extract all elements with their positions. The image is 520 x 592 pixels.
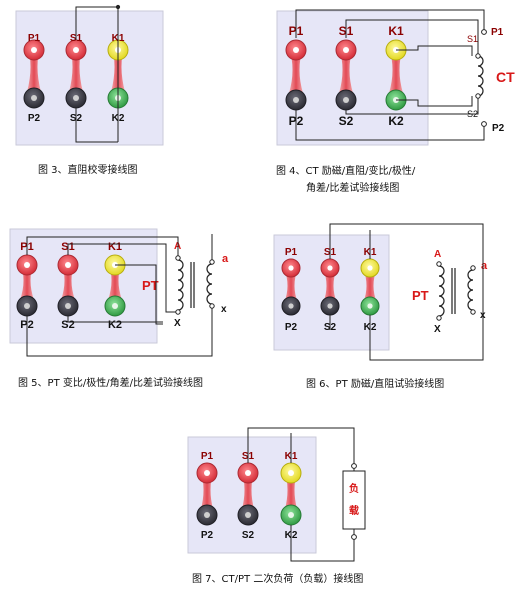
label-A: A [434,249,441,260]
ct-terminal-p2[interactable] [481,121,487,127]
label-pt: PT [412,288,429,303]
load-resistor [342,470,366,530]
figure-6: P1 P2 S1 S2 K1 K2 [273,223,488,390]
label-a: a [222,253,229,265]
pt-transformer [177,259,213,311]
wires [295,9,485,141]
ct-coil [477,55,484,97]
label-a: a [481,260,488,272]
pt-terminal-X[interactable] [436,315,442,321]
wires [75,4,121,143]
label-p2: P2 [285,322,298,333]
terminal-panel [15,10,164,146]
pt-terminal-x[interactable] [470,309,476,315]
caption-fig4-line1: 图 4、CT 励磁/直阻/变比/极性/ [276,164,416,177]
column-s: S1 S2 [57,241,79,331]
label-k1: K1 [388,24,404,38]
load-label-char1: 负 [349,482,359,495]
label-pt: PT [142,278,159,293]
figure-4: P1 P2 S1 S2 K1 K2 CT S1 S2 P1 P2 [276,9,515,194]
caption-fig7: 图 7、CT/PT 二次负荷（负载）接线图 [192,572,363,585]
ct-terminal-s1[interactable] [475,53,481,59]
ct-terminal-p1[interactable] [481,29,487,35]
figure-3: P1 P2 S1 S2 K1 K2 图 3、直阻校零接线图 [15,4,164,176]
column-s: S1 S2 [335,24,357,128]
caption-fig5: 图 5、PT 变比/极性/角差/比差试验接线图 [18,376,203,389]
label-ct-s1: S1 [467,34,478,44]
load-label-char2: 载 [349,504,359,517]
figure-7: P1 P2 S1 S2 K1 K2 [187,427,366,585]
ct-terminal-s2[interactable] [475,93,481,99]
caption-fig4-line2: 角差/比差试验接线图 [306,181,399,194]
label-ct-p2: P2 [492,123,505,134]
wires [247,427,355,562]
caption-fig6: 图 6、PT 励磁/直阻试验接线图 [306,377,444,390]
load-terminal-top[interactable] [351,463,357,469]
pt-terminal-X[interactable] [175,309,181,315]
label-s2: S2 [339,114,354,128]
terminal-panel [9,228,158,344]
label-k2: K2 [108,319,122,331]
pt-terminal-a[interactable] [470,265,476,271]
load-terminal-bottom[interactable] [351,534,357,540]
pt-transformer [438,265,474,317]
column-p: P1 P2 [16,241,38,331]
column-p: P1 P2 [285,24,307,128]
pt-terminal-A[interactable] [436,261,442,267]
pt-terminal-x[interactable] [209,303,215,309]
caption-fig3: 图 3、直阻校零接线图 [38,163,138,176]
column-p: P1 P2 [196,451,218,541]
label-X: X [174,318,181,329]
label-ct-p1: P1 [491,27,504,38]
figure-5: P1 P2 S1 S2 K1 K2 [9,228,229,389]
terminal-panel [276,10,429,146]
wires [26,234,213,357]
label-p2: P2 [201,530,214,541]
label-p1: P1 [285,247,298,258]
wires [329,223,484,361]
label-p1: P1 [201,451,214,462]
column-k: K1 K2 [385,24,407,128]
label-ct: CT [496,69,515,85]
label-p2: P2 [28,113,41,124]
pt-terminal-A[interactable] [175,255,181,261]
label-k1: K1 [108,241,122,253]
label-x: x [221,304,227,315]
label-k2: K2 [388,114,404,128]
column-p: P1 P2 [23,33,45,124]
label-X: X [434,324,441,335]
label-s2: S2 [242,530,255,541]
label-p1: P1 [28,33,41,44]
column-p: P1 P2 [281,247,301,333]
pt-terminal-a[interactable] [209,259,215,265]
